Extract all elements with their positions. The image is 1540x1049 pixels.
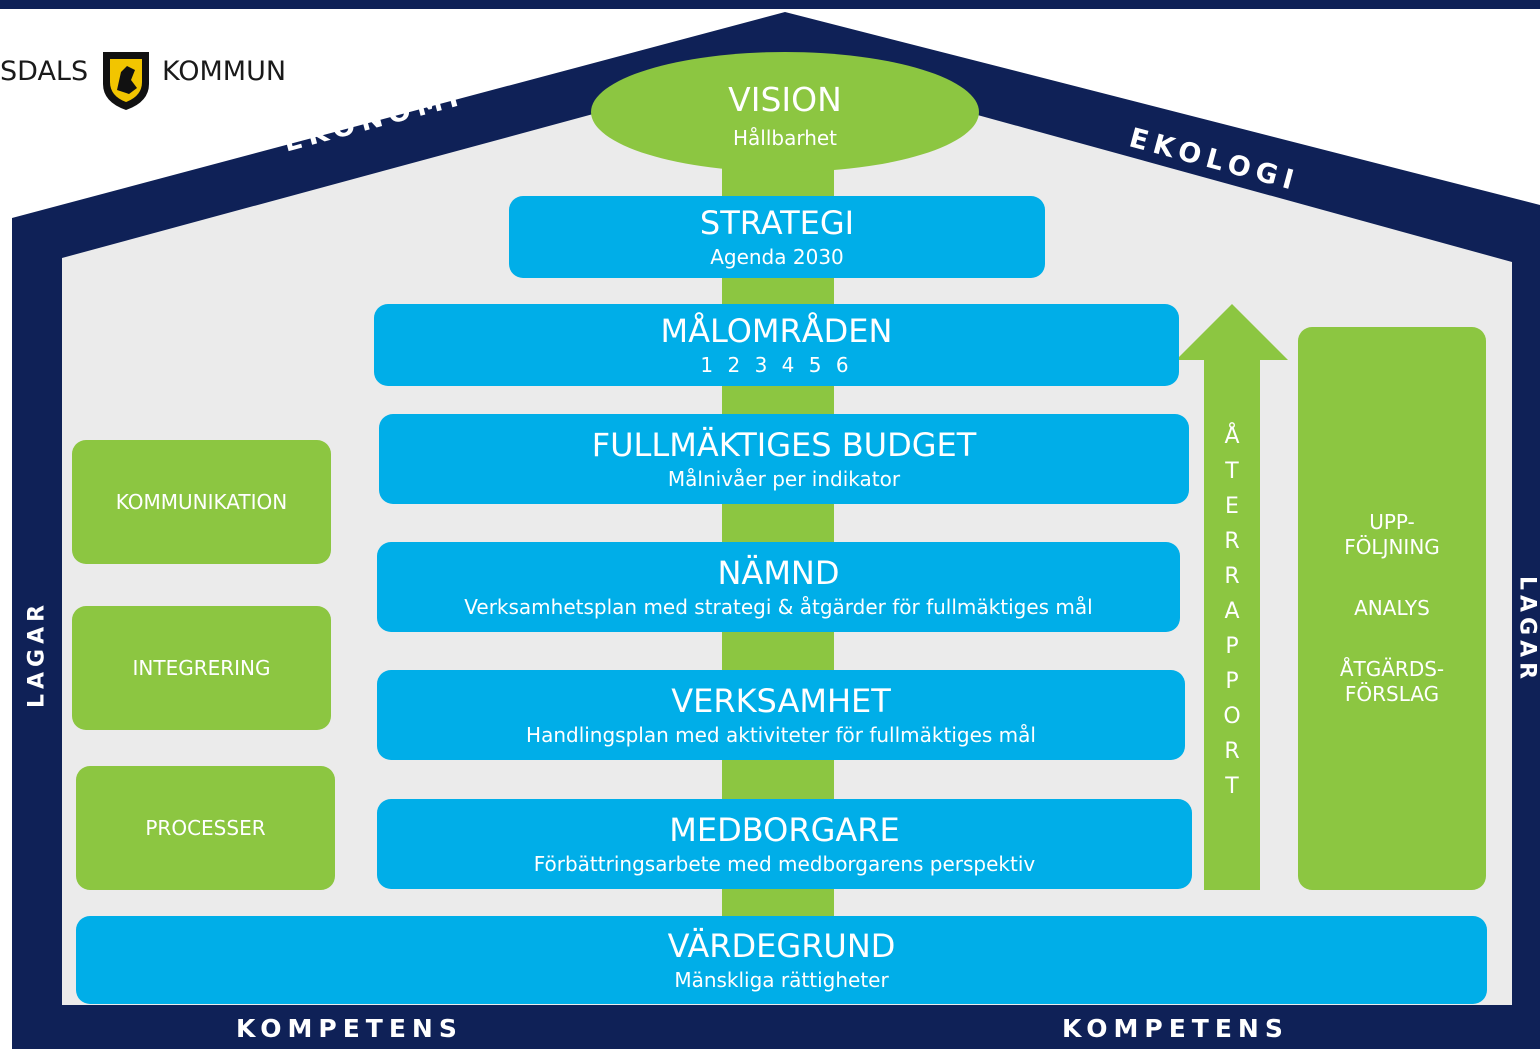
level-malomraden: MÅLOMRÅDEN 1 2 3 4 5 6 — [374, 304, 1179, 386]
vision-subtitle: Hållbarhet — [732, 126, 838, 150]
foundation-vardegrund: VÄRDEGRUND Mänskliga rättigheter — [76, 916, 1487, 1004]
arrow-letter: T — [1225, 459, 1239, 484]
arrow-letter: O — [1223, 704, 1241, 729]
followup-box: UPP- FÖLJNING ANALYS ÅTGÄRDS- FÖRSLAG — [1298, 327, 1486, 890]
pillar-label: INTEGRERING — [132, 655, 271, 680]
level-title: STRATEGI — [699, 203, 855, 242]
arrow-letter: Å — [1224, 424, 1240, 449]
level-namnd: NÄMND Verksamhetsplan med strategi & åtg… — [377, 542, 1180, 632]
level-subtitle: Förbättringsarbete med medborgarens pers… — [533, 852, 1036, 877]
pillar-label: KOMMUNIKATION — [115, 489, 288, 514]
followup-line: UPP- — [1369, 510, 1415, 534]
vision-title: VISION — [728, 80, 842, 119]
logo-left-text: SDALS — [0, 56, 89, 87]
pillar-kommunikation: KOMMUNIKATION — [72, 440, 331, 564]
foundation-subtitle: Mänskliga rättigheter — [674, 968, 889, 993]
pillar-processer: PROCESSER — [76, 766, 335, 890]
level-subtitle: Handlingsplan med aktiviteter för fullmä… — [526, 723, 1036, 748]
level-subtitle: Agenda 2030 — [710, 245, 844, 270]
logo-right-text: KOMMUN — [162, 56, 287, 87]
level-title: NÄMND — [717, 553, 840, 592]
level-strategi: STRATEGI Agenda 2030 — [509, 196, 1045, 278]
level-medborgare: MEDBORGARE Förbättringsarbete med medbor… — [377, 799, 1192, 889]
followup-line: FÖLJNING — [1344, 535, 1440, 559]
arrow-letter: P — [1225, 669, 1239, 694]
arrow-letter: R — [1224, 739, 1240, 764]
level-title: MEDBORGARE — [669, 810, 900, 849]
arrow-letter: R — [1224, 529, 1240, 554]
coat-of-arms-icon — [103, 52, 149, 110]
followup-line: ANALYS — [1354, 596, 1430, 620]
arrow-letter: T — [1225, 774, 1239, 799]
foundation-title: VÄRDEGRUND — [667, 926, 896, 965]
aterrapport-arrow — [1176, 304, 1288, 890]
level-subtitle: Verksamhetsplan med strategi & åtgärder … — [464, 595, 1093, 620]
pillar-integrering: INTEGRERING — [72, 606, 331, 730]
wall-label-left: LAGAR — [24, 599, 50, 709]
arrow-letter: A — [1224, 599, 1240, 624]
followup-line: FÖRSLAG — [1344, 682, 1440, 706]
vision-ellipse — [591, 52, 979, 172]
arrow-letter: E — [1225, 494, 1239, 519]
level-fullmaktiges-budget: FULLMÄKTIGES BUDGET Målnivåer per indika… — [379, 414, 1189, 504]
pillar-label: PROCESSER — [145, 815, 266, 840]
level-title: VERKSAMHET — [671, 681, 891, 720]
top-border — [0, 0, 1540, 9]
wall-label-right: LAGAR — [1514, 575, 1540, 685]
level-title: MÅLOMRÅDEN — [660, 311, 893, 350]
level-subtitle: 1 2 3 4 5 6 — [700, 353, 853, 378]
arrow-letter: R — [1224, 564, 1240, 589]
level-subtitle: Målnivåer per indikator — [667, 467, 901, 492]
level-verksamhet: VERKSAMHET Handlingsplan med aktiviteter… — [377, 670, 1185, 760]
arrow-letter: P — [1225, 634, 1239, 659]
followup-line: ÅTGÄRDS- — [1339, 657, 1445, 681]
floor-label-right: KOMPETENS — [1062, 1014, 1289, 1043]
floor-label-left: KOMPETENS — [236, 1014, 463, 1043]
level-title: FULLMÄKTIGES BUDGET — [591, 425, 977, 464]
